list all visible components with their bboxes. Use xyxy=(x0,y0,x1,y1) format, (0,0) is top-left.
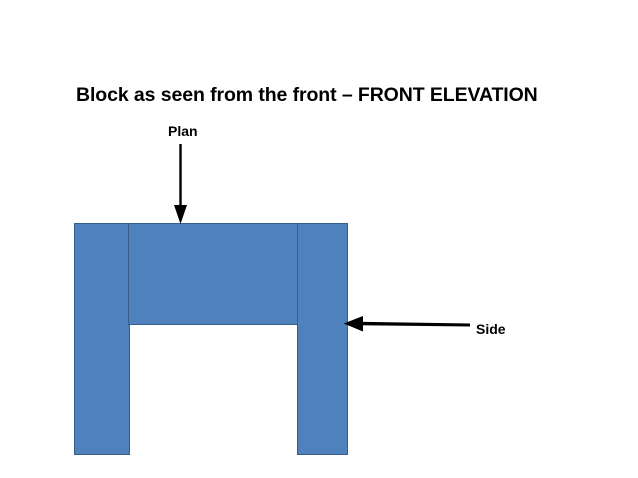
callout-label-side: Side xyxy=(476,321,506,337)
block-part-crossbar xyxy=(128,223,298,325)
page-title: Block as seen from the front – FRONT ELE… xyxy=(76,84,538,106)
callout-label-plan: Plan xyxy=(168,123,198,139)
block-part-left-leg xyxy=(74,223,130,455)
block-part-right-leg xyxy=(297,223,348,455)
